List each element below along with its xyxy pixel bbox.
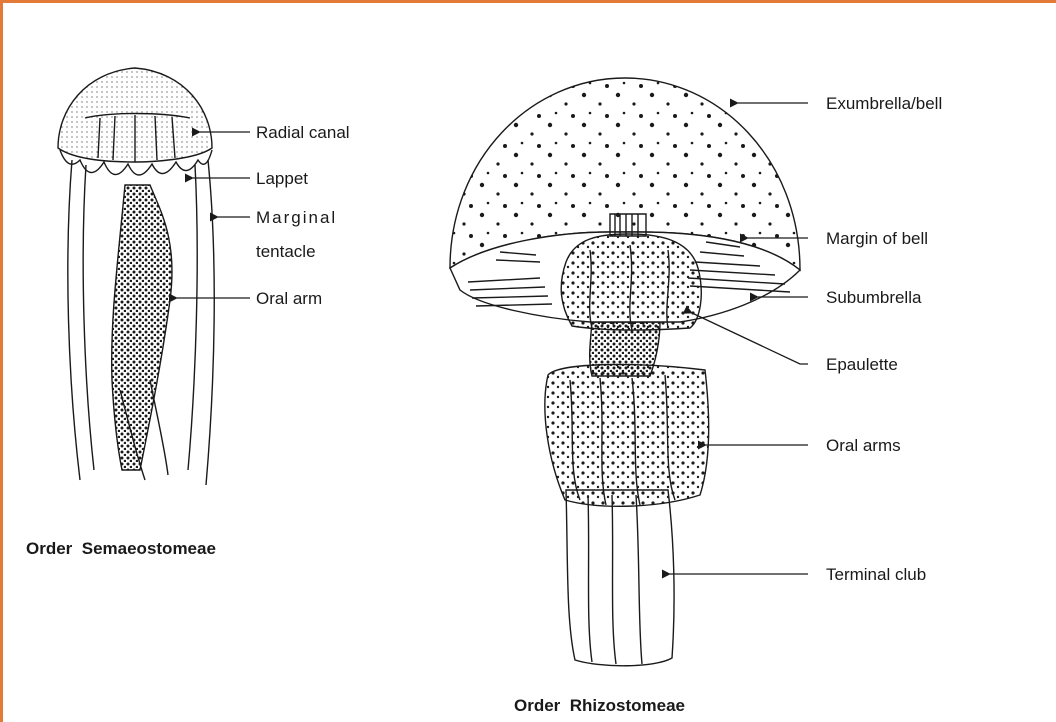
label-margin-of-bell: Margin of bell xyxy=(826,230,928,247)
label-radial-canal: Radial canal xyxy=(256,124,350,141)
label-lappet: Lappet xyxy=(256,170,308,187)
semaeostomeae-oral-arms xyxy=(112,185,172,470)
terminal-club-shape xyxy=(566,490,674,666)
label-oral-arms: Oral arms xyxy=(826,437,901,454)
label-exumbrella: Exumbrella/bell xyxy=(826,95,942,112)
semaeostomeae-jellyfish xyxy=(58,68,214,485)
label-marginal-tentacle-line1: Marginal xyxy=(256,209,337,226)
marginal-tentacle-shape xyxy=(68,160,80,480)
caption-rhizostomeae: Order Rhizostomeae xyxy=(514,697,685,714)
label-oral-arm: Oral arm xyxy=(256,290,322,307)
label-subumbrella: Subumbrella xyxy=(826,289,921,306)
label-terminal-club: Terminal club xyxy=(826,566,926,583)
label-marginal-tentacle-line2: tentacle xyxy=(256,243,316,260)
caption-semaeostomeae: Order Semaeostomeae xyxy=(26,540,216,557)
label-epaulette: Epaulette xyxy=(826,356,898,373)
leader-epaulette xyxy=(692,313,808,364)
rhizostomeae-jellyfish xyxy=(450,78,800,666)
rhizostomeae-oral-arms xyxy=(545,365,709,507)
